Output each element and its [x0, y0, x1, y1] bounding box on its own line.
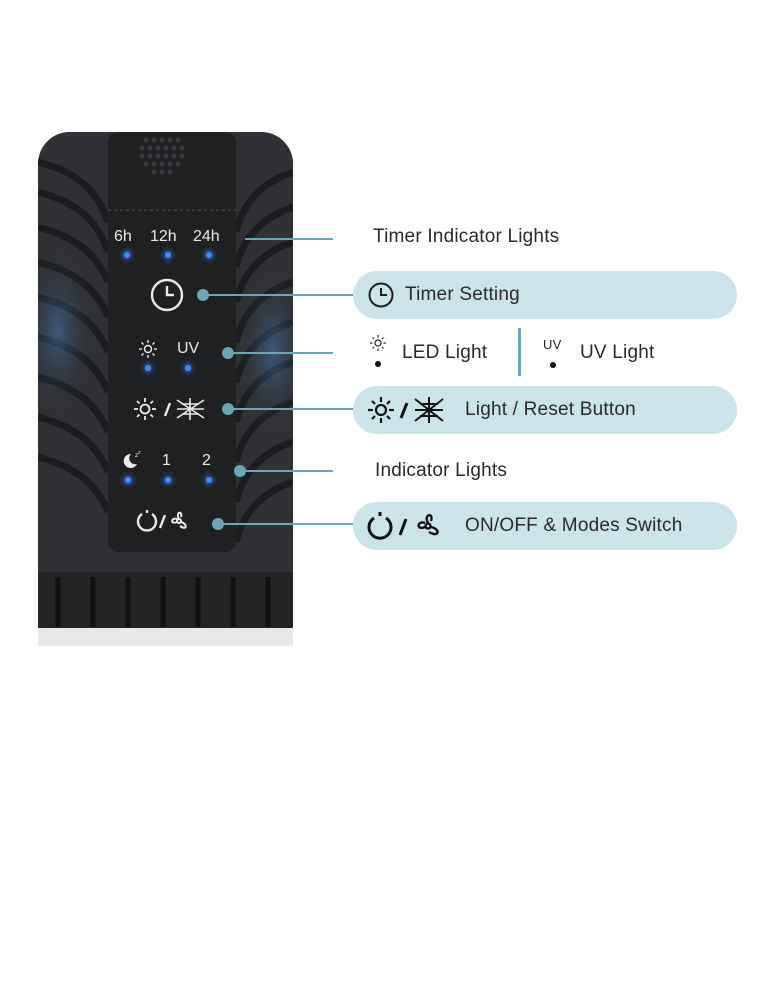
- sleep-mode-indicator: [125, 477, 131, 483]
- callout-light-reset: Light / Reset Button: [465, 399, 636, 420]
- uv-label: UV: [177, 340, 200, 357]
- connector-led-uv: [228, 352, 333, 354]
- uv-small-label: UV: [543, 337, 562, 352]
- callout-on-off-pill: ON/OFF & Modes Switch: [353, 502, 737, 550]
- callout-divider: [518, 328, 521, 376]
- callout-on-off-modes: ON/OFF & Modes Switch: [465, 515, 683, 536]
- callout-uv-light: UV Light: [580, 342, 655, 363]
- light-reset-icon: [368, 397, 444, 423]
- svg-text:z: z: [135, 452, 138, 459]
- uv-dot: [550, 362, 556, 368]
- callout-timer-setting: Timer Setting: [405, 284, 520, 305]
- callout-timer-setting-pill: Timer Setting: [353, 271, 737, 319]
- timer-24h-indicator: [206, 252, 212, 258]
- connector-timer-setting: [203, 294, 355, 296]
- callout-timer-indicator-lights: Timer Indicator Lights: [373, 226, 560, 247]
- air-purifier-control-panel: 6h 12h 24h UV z z 1 2: [38, 132, 293, 646]
- connector-timer-indicator: [245, 238, 333, 240]
- power-mode-icon: [367, 512, 439, 540]
- anchor-on-off: [212, 518, 224, 530]
- sun-icon: [139, 340, 157, 358]
- callout-light-reset-pill: Light / Reset Button: [353, 386, 737, 434]
- timer-label-6h: 6h: [114, 228, 132, 245]
- uv-indicator: [185, 365, 191, 371]
- anchor-indicator-lights: [234, 465, 246, 477]
- connector-indicator-lights: [240, 470, 333, 472]
- timer-12h-indicator: [165, 252, 171, 258]
- led-indicator: [145, 365, 151, 371]
- clock-icon[interactable]: [148, 276, 186, 314]
- sun-icon: [370, 335, 386, 367]
- fan-grille-illustration: [38, 132, 293, 646]
- connector-light-reset: [228, 408, 355, 410]
- mode-2-indicator: [206, 477, 212, 483]
- anchor-light-reset: [222, 403, 234, 415]
- anchor-timer-setting: [197, 289, 209, 301]
- power-mode-button[interactable]: [134, 508, 190, 534]
- moon-icon: z z: [123, 450, 141, 468]
- connector-on-off: [218, 523, 355, 525]
- mode-label-2: 2: [202, 452, 211, 469]
- anchor-led-uv: [222, 347, 234, 359]
- light-reset-button[interactable]: [132, 396, 208, 422]
- timer-label-12h: 12h: [150, 228, 177, 245]
- svg-text:z: z: [138, 450, 141, 456]
- clock-icon: [368, 282, 394, 308]
- callout-led-light: LED Light: [402, 342, 488, 363]
- timer-label-24h: 24h: [193, 228, 220, 245]
- timer-6h-indicator: [124, 252, 130, 258]
- mode-label-1: 1: [162, 452, 171, 469]
- callout-indicator-lights: Indicator Lights: [375, 460, 508, 481]
- mode-1-indicator: [165, 477, 171, 483]
